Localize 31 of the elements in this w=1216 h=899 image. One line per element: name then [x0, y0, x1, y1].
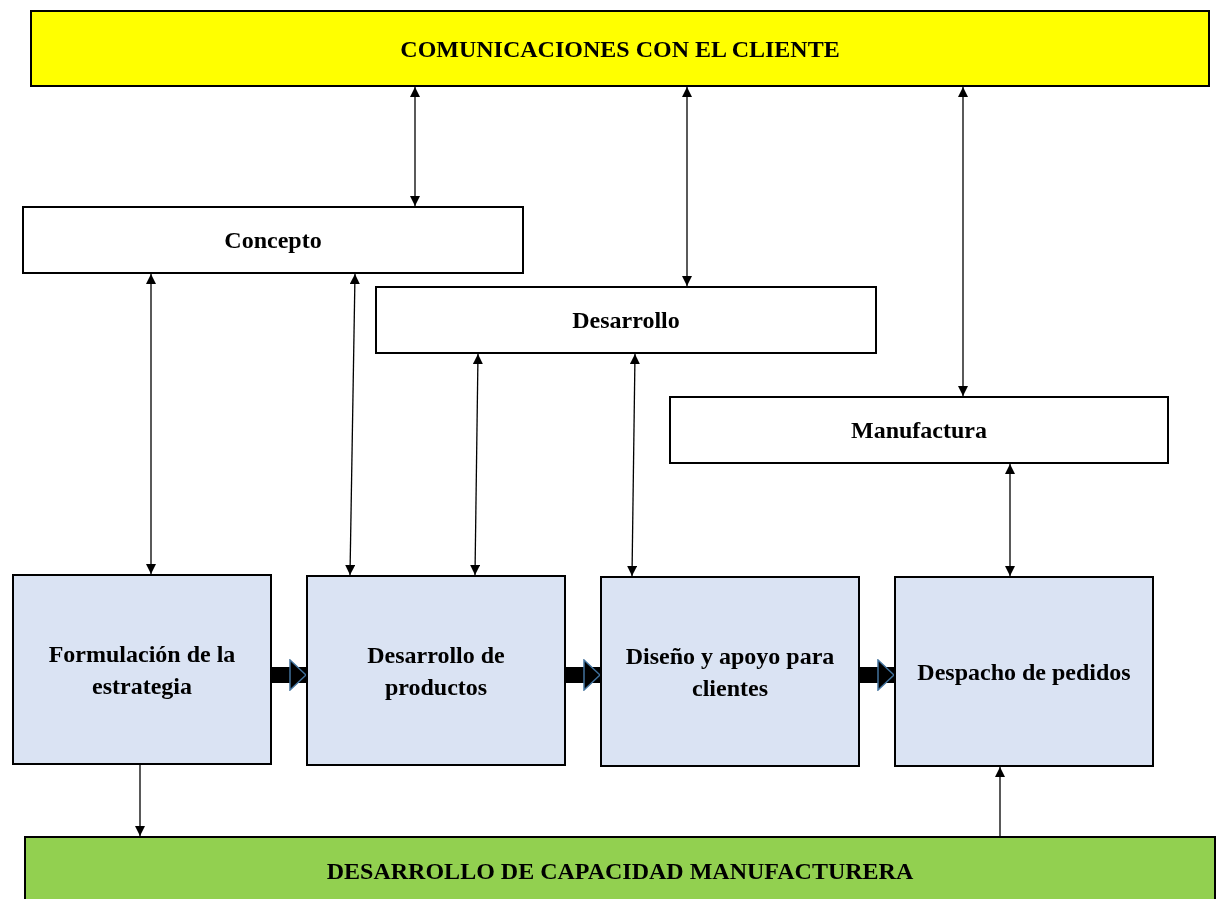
- node-label: Despacho de pedidos: [916, 657, 1132, 687]
- node-label: Diseño y apoyo para clientes: [624, 641, 836, 703]
- footer-band: [24, 836, 1216, 899]
- header-band: [30, 10, 1210, 87]
- process-box: [600, 576, 860, 767]
- stage-box: [375, 286, 877, 354]
- arrow: [627, 353, 640, 577]
- arrow: [146, 273, 156, 575]
- arrow: [1005, 463, 1015, 577]
- process-box: [12, 574, 272, 765]
- arrow: [470, 353, 483, 576]
- node-label: Formulación de la estrategia: [47, 639, 237, 701]
- process-box: [894, 576, 1154, 767]
- node-label: COMUNICACIONES CON EL CLIENTE: [399, 34, 841, 64]
- node-label: Manufactura: [850, 416, 988, 445]
- block-arrow: [566, 659, 601, 691]
- process-box: [306, 575, 566, 766]
- node-label: DESARROLLO DE CAPACIDAD MANUFACTURERA: [325, 857, 915, 886]
- stage-box: [669, 396, 1169, 464]
- arrow: [995, 766, 1005, 837]
- node-label: Desarrollo de productos: [366, 640, 506, 702]
- node-label: Concepto: [223, 226, 323, 255]
- arrow: [135, 764, 145, 837]
- arrow: [682, 86, 692, 287]
- arrow: [345, 273, 360, 576]
- arrow: [410, 86, 420, 207]
- node-label: Desarrollo: [571, 306, 681, 335]
- block-arrow: [860, 659, 895, 691]
- arrow: [958, 86, 968, 397]
- stage-box: [22, 206, 524, 274]
- block-arrow: [272, 659, 307, 691]
